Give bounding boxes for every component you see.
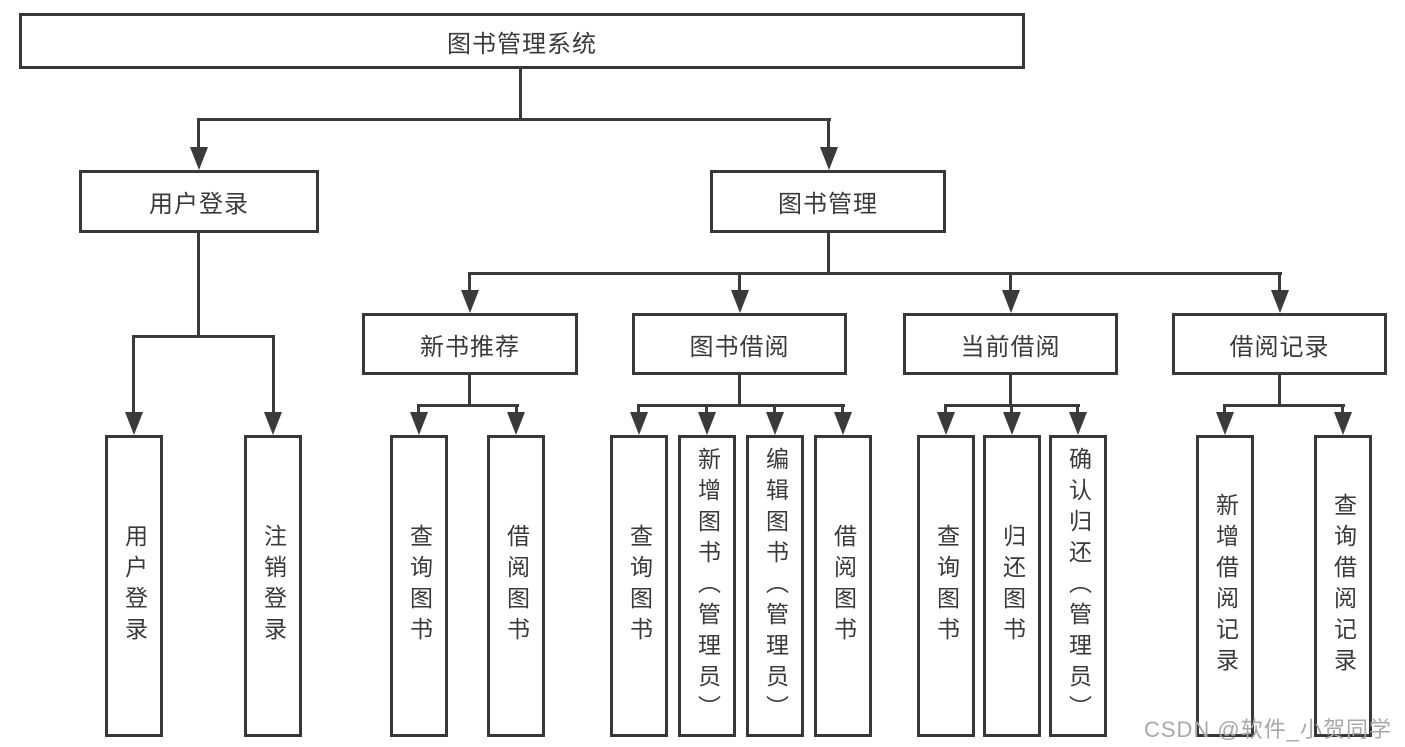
node-confirm-return-admin: 确认归还（管理员） bbox=[1049, 435, 1107, 737]
node-return-books-label: 归还图书 bbox=[999, 524, 1026, 648]
arrow-down-icon bbox=[410, 412, 428, 435]
arrow-down-icon bbox=[766, 412, 784, 435]
node-borrow-books-newbook-label: 借阅图书 bbox=[503, 524, 530, 648]
connector-line bbox=[197, 118, 200, 152]
connector-line bbox=[841, 404, 844, 416]
node-query-borrow-record-label: 查询借阅记录 bbox=[1330, 493, 1357, 679]
arrow-down-icon bbox=[125, 412, 143, 435]
node-query-books-newbook-label: 查询图书 bbox=[406, 524, 433, 648]
connector-line bbox=[417, 404, 420, 416]
node-query-borrow-record: 查询借阅记录 bbox=[1314, 435, 1372, 737]
arrow-down-icon bbox=[698, 412, 716, 435]
arrow-down-icon bbox=[1334, 412, 1352, 435]
node-add-borrow-record: 新增借阅记录 bbox=[1196, 435, 1254, 737]
connector-line bbox=[738, 375, 741, 407]
arrow-down-icon bbox=[507, 412, 525, 435]
node-edit-books-admin-label: 编辑图书（管理员） bbox=[762, 446, 789, 726]
connector-line bbox=[197, 233, 200, 338]
node-root: 图书管理系统 bbox=[19, 13, 1025, 69]
connector-line bbox=[1223, 404, 1226, 416]
connector-line bbox=[1009, 272, 1012, 296]
arrow-down-icon bbox=[1069, 412, 1087, 435]
arrow-down-icon bbox=[1271, 290, 1289, 313]
node-book-management-label: 图书管理 bbox=[778, 191, 878, 218]
connector-line bbox=[468, 375, 471, 407]
arrow-down-icon bbox=[1216, 412, 1234, 435]
node-new-book-recommendation-label: 新书推荐 bbox=[420, 333, 520, 361]
csdn-watermark: CSDN @软件_小贺同学 bbox=[1143, 717, 1392, 742]
arrow-down-icon bbox=[820, 147, 838, 170]
connector-line bbox=[705, 404, 708, 416]
node-logout-action: 注销登录 bbox=[244, 435, 302, 737]
connector-line bbox=[1341, 404, 1344, 416]
connector-line bbox=[468, 272, 1282, 275]
node-borrow-books: 借阅图书 bbox=[814, 435, 872, 737]
connector-line bbox=[468, 272, 471, 296]
node-borrow-books-label: 借阅图书 bbox=[830, 524, 857, 648]
arrow-down-icon bbox=[937, 412, 955, 435]
connector-line bbox=[132, 335, 275, 338]
connector-line bbox=[132, 335, 135, 417]
node-confirm-return-admin-label: 确认归还（管理员） bbox=[1065, 446, 1092, 726]
node-query-books-current-label: 查询图书 bbox=[933, 524, 960, 648]
node-return-books: 归还图书 bbox=[983, 435, 1041, 737]
arrow-down-icon bbox=[190, 147, 208, 170]
connector-line bbox=[827, 233, 830, 275]
node-root-label: 图书管理系统 bbox=[447, 30, 597, 58]
connector-line bbox=[637, 404, 640, 416]
node-borrow-books-newbook: 借阅图书 bbox=[487, 435, 545, 737]
node-borrowing-records-label: 借阅记录 bbox=[1229, 333, 1330, 361]
connector-line bbox=[1010, 404, 1013, 416]
connector-line bbox=[1278, 272, 1281, 296]
connector-line bbox=[1076, 404, 1079, 416]
connector-line bbox=[637, 404, 845, 407]
arrow-down-icon bbox=[834, 412, 852, 435]
node-query-books-current: 查询图书 bbox=[917, 435, 975, 737]
node-add-books-admin: 新增图书（管理员） bbox=[678, 435, 736, 737]
connector-line bbox=[515, 404, 518, 416]
arrow-down-icon bbox=[461, 290, 479, 313]
node-book-borrowing: 图书借阅 bbox=[632, 313, 847, 375]
connector-line bbox=[417, 404, 519, 407]
arrow-down-icon bbox=[1002, 290, 1020, 313]
connector-line bbox=[827, 118, 830, 152]
connector-line bbox=[1278, 375, 1281, 407]
connector-line bbox=[738, 272, 741, 296]
node-user-login-action: 用户登录 bbox=[105, 435, 163, 737]
node-new-book-recommendation: 新书推荐 bbox=[362, 313, 578, 375]
node-borrowing-records: 借阅记录 bbox=[1172, 313, 1387, 375]
arrow-down-icon bbox=[630, 412, 648, 435]
connector-line bbox=[1223, 404, 1345, 407]
node-current-borrowing: 当前借阅 bbox=[903, 313, 1118, 375]
arrow-down-icon bbox=[1003, 412, 1021, 435]
node-user-login-label: 用户登录 bbox=[149, 191, 249, 218]
node-query-books-borrow-label: 查询图书 bbox=[626, 524, 653, 648]
node-book-management: 图书管理 bbox=[710, 170, 946, 233]
node-user-login: 用户登录 bbox=[79, 170, 319, 233]
node-edit-books-admin: 编辑图书（管理员） bbox=[746, 435, 804, 737]
node-add-borrow-record-label: 新增借阅记录 bbox=[1212, 493, 1239, 679]
connector-line bbox=[197, 118, 831, 121]
node-query-books-newbook: 查询图书 bbox=[390, 435, 448, 737]
connector-line bbox=[272, 335, 275, 417]
node-book-borrowing-label: 图书借阅 bbox=[689, 333, 790, 361]
arrow-down-icon bbox=[264, 412, 282, 435]
node-query-books-borrow: 查询图书 bbox=[610, 435, 668, 737]
node-current-borrowing-label: 当前借阅 bbox=[960, 333, 1061, 361]
arrow-down-icon bbox=[731, 290, 749, 313]
node-user-login-action-label: 用户登录 bbox=[121, 524, 148, 648]
node-logout-action-label: 注销登录 bbox=[260, 524, 287, 648]
connector-line bbox=[773, 404, 776, 416]
node-add-books-admin-label: 新增图书（管理员） bbox=[694, 446, 721, 726]
connector-line bbox=[944, 404, 947, 416]
connector-line bbox=[1009, 375, 1012, 407]
connector-line bbox=[519, 69, 522, 120]
